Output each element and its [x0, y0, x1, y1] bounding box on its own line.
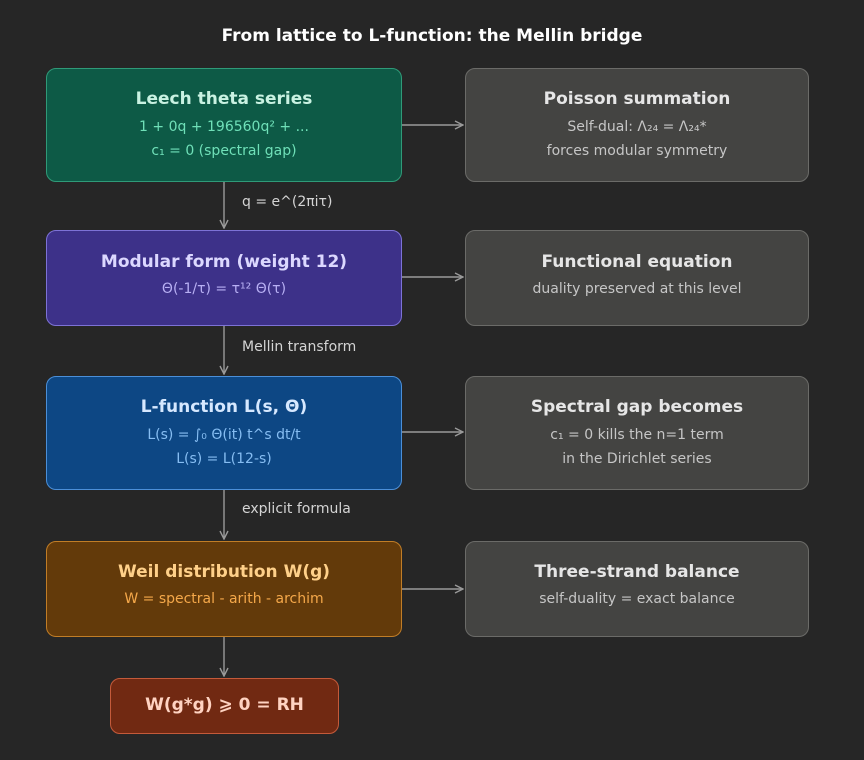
poisson-symmetry: forces modular symmetry [546, 143, 728, 159]
weil-distribution-heading: Weil distribution W(g) [117, 562, 331, 582]
functional-equation-box: Functional equation duality preserved at… [465, 230, 809, 326]
leech-theta-gap: c₁ = 0 (spectral gap) [151, 143, 297, 159]
arrow-label-explicit-formula: explicit formula [242, 501, 351, 517]
spectral-gap-box: Spectral gap becomes c₁ = 0 kills the n=… [465, 376, 809, 490]
spectral-heading: Spectral gap becomes [530, 397, 744, 417]
l-function-integral: L(s) = ∫₀ Θ(it) t^s dt/t [147, 427, 301, 443]
l-function-symmetry: L(s) = L(12-s) [176, 451, 272, 467]
three-strand-box: Three-strand balance self-duality = exac… [465, 541, 809, 637]
spectral-line-1: c₁ = 0 kills the n=1 term [550, 427, 724, 443]
spectral-line-2: in the Dirichlet series [562, 451, 712, 467]
rh-box: W(g*g) ⩾ 0 = RH [110, 678, 339, 734]
leech-theta-heading: Leech theta series [135, 89, 313, 109]
weil-distribution-formula: W = spectral - arith - archim [124, 591, 324, 607]
l-function-heading: L-function L(s, Θ) [140, 397, 308, 417]
functional-heading: Functional equation [541, 252, 733, 272]
rh-statement: W(g*g) ⩾ 0 = RH [145, 695, 304, 715]
poisson-self-dual: Self-dual: Λ₂₄ = Λ₂₄* [567, 119, 707, 135]
modular-form-heading: Modular form (weight 12) [100, 252, 348, 272]
diagram-title: From lattice to L-function: the Mellin b… [221, 26, 643, 46]
l-function-box: L-function L(s, Θ) L(s) = ∫₀ Θ(it) t^s d… [46, 376, 402, 490]
functional-note: duality preserved at this level [532, 281, 742, 297]
three-strand-note: self-duality = exact balance [539, 591, 735, 607]
three-strand-heading: Three-strand balance [534, 562, 740, 582]
poisson-summation-box: Poisson summation Self-dual: Λ₂₄ = Λ₂₄* … [465, 68, 809, 182]
poisson-heading: Poisson summation [543, 89, 731, 109]
leech-theta-series: 1 + 0q + 196560q² + ... [139, 119, 309, 135]
arrow-label-mellin: Mellin transform [242, 339, 357, 355]
arrow-label-q-substitution: q = e^(2πiτ) [242, 194, 333, 210]
leech-theta-box: Leech theta series 1 + 0q + 196560q² + .… [46, 68, 402, 182]
modular-form-box: Modular form (weight 12) Θ(-1/τ) = τ¹² Θ… [46, 230, 402, 326]
weil-distribution-box: Weil distribution W(g) W = spectral - ar… [46, 541, 402, 637]
modular-form-equation: Θ(-1/τ) = τ¹² Θ(τ) [161, 281, 287, 297]
